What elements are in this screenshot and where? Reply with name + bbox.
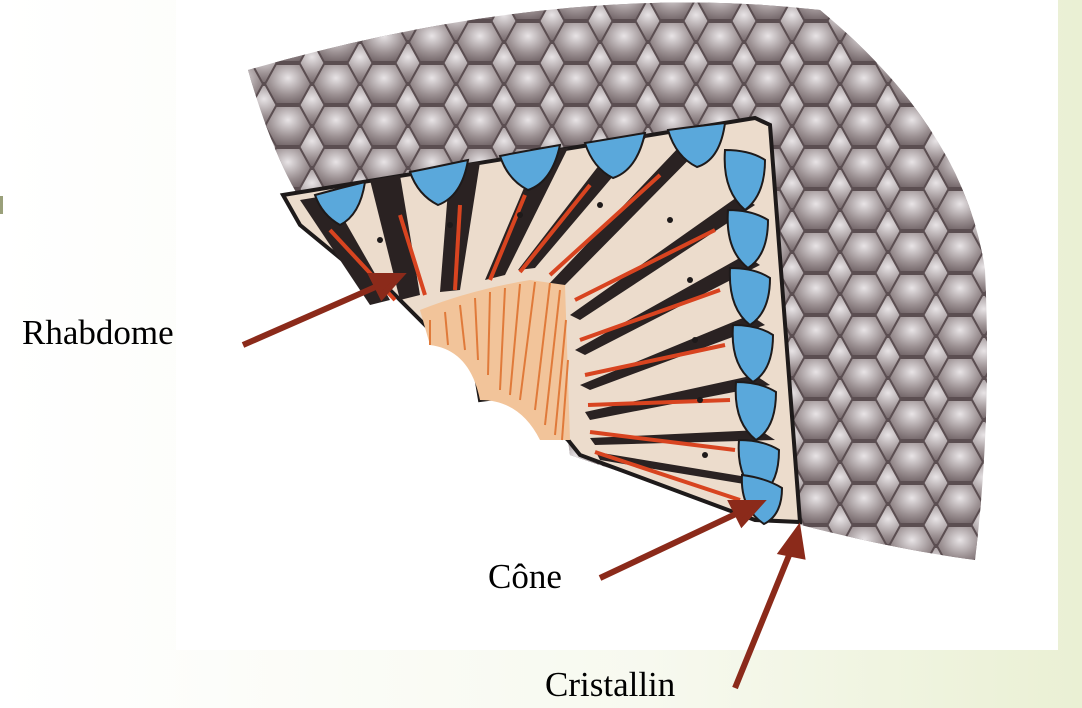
- cristallin-label: Cristallin: [545, 667, 675, 702]
- cone-label: Cône: [488, 559, 562, 594]
- rhabdome-arrow: [243, 285, 380, 345]
- nerve-fibres: [420, 280, 570, 440]
- cone-arrow: [600, 512, 740, 578]
- rhabdome-label: Rhabdome: [22, 315, 174, 350]
- cristallin-arrow: [735, 548, 792, 688]
